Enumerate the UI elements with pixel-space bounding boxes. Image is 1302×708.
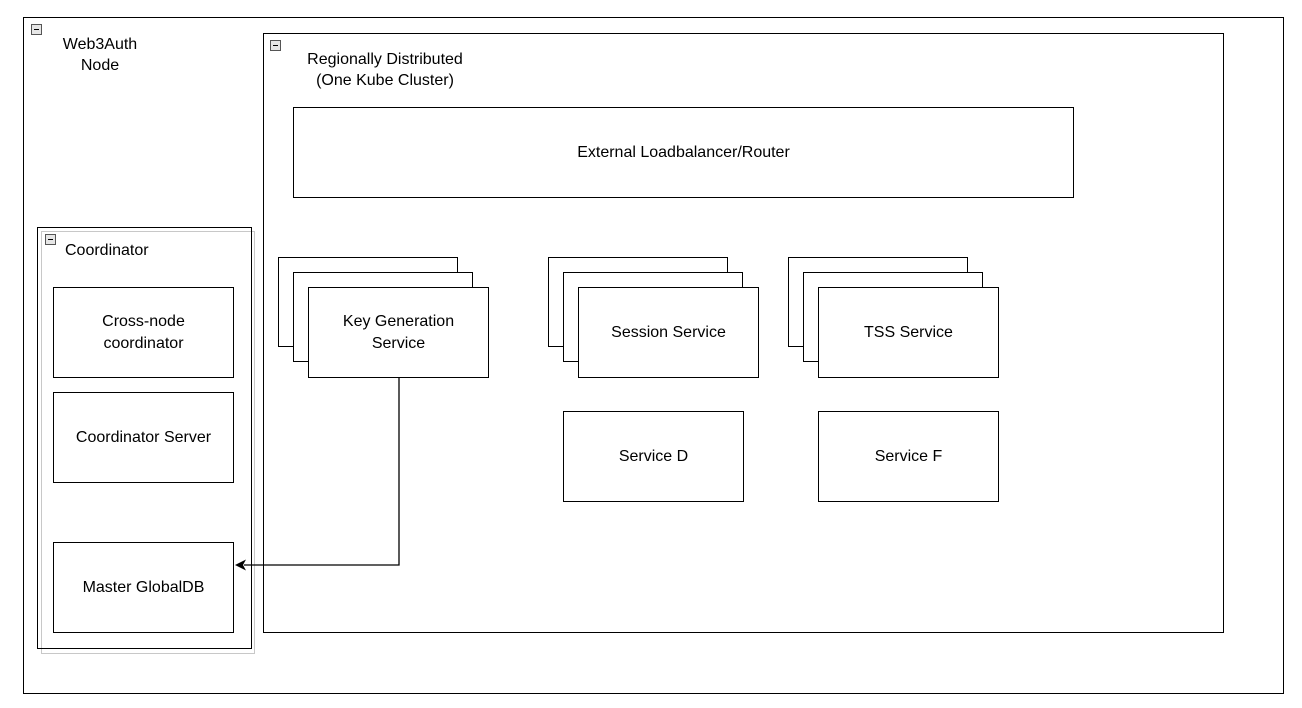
- service-f-label: Service F: [874, 447, 943, 465]
- session-service-box[interactable]: Session Service: [578, 287, 759, 378]
- region-container: [263, 33, 1224, 633]
- coordinator-title: Coordinator: [65, 242, 149, 259]
- keygen-to-globaldb-connector[interactable]: [244, 378, 400, 566]
- region-collapse-icon[interactable]: [270, 40, 281, 51]
- service-d-label: Service D: [618, 447, 689, 465]
- load-balancer-box[interactable]: External Loadbalancer/Router: [293, 107, 1074, 198]
- key-generation-service-box[interactable]: Key Generation Service: [308, 287, 489, 378]
- web3auth-node-container: [23, 17, 1284, 694]
- session-label: Session Service: [611, 323, 726, 341]
- master-globaldb-box[interactable]: Master GlobalDB: [53, 542, 234, 633]
- coordinator-server-label: Coordinator Server: [75, 428, 212, 446]
- service-f-box[interactable]: Service F: [818, 411, 999, 502]
- arrowhead-icon: [235, 559, 246, 571]
- coordinator-container: [37, 227, 252, 649]
- service-d-box[interactable]: Service D: [563, 411, 744, 502]
- load-balancer-label: External Loadbalancer/Router: [577, 143, 790, 161]
- tss-label: TSS Service: [864, 323, 953, 341]
- node-title: Web3Auth Node: [62, 36, 138, 74]
- node-collapse-icon[interactable]: [31, 24, 42, 35]
- coordinator-server-box[interactable]: Coordinator Server: [53, 392, 234, 483]
- coordinator-shadow: [41, 231, 255, 654]
- coordinator-collapse-icon[interactable]: [45, 234, 56, 245]
- cross-node-coordinator-box[interactable]: Cross-node coordinator: [53, 287, 234, 378]
- region-title: Regionally Distributed (One Kube Cluster…: [307, 51, 463, 89]
- key-generation-label: Key Generation Service: [342, 312, 455, 352]
- cross-node-label: Cross-node coordinator: [102, 312, 185, 352]
- tss-service-box[interactable]: TSS Service: [818, 287, 999, 378]
- master-globaldb-label: Master GlobalDB: [82, 578, 205, 596]
